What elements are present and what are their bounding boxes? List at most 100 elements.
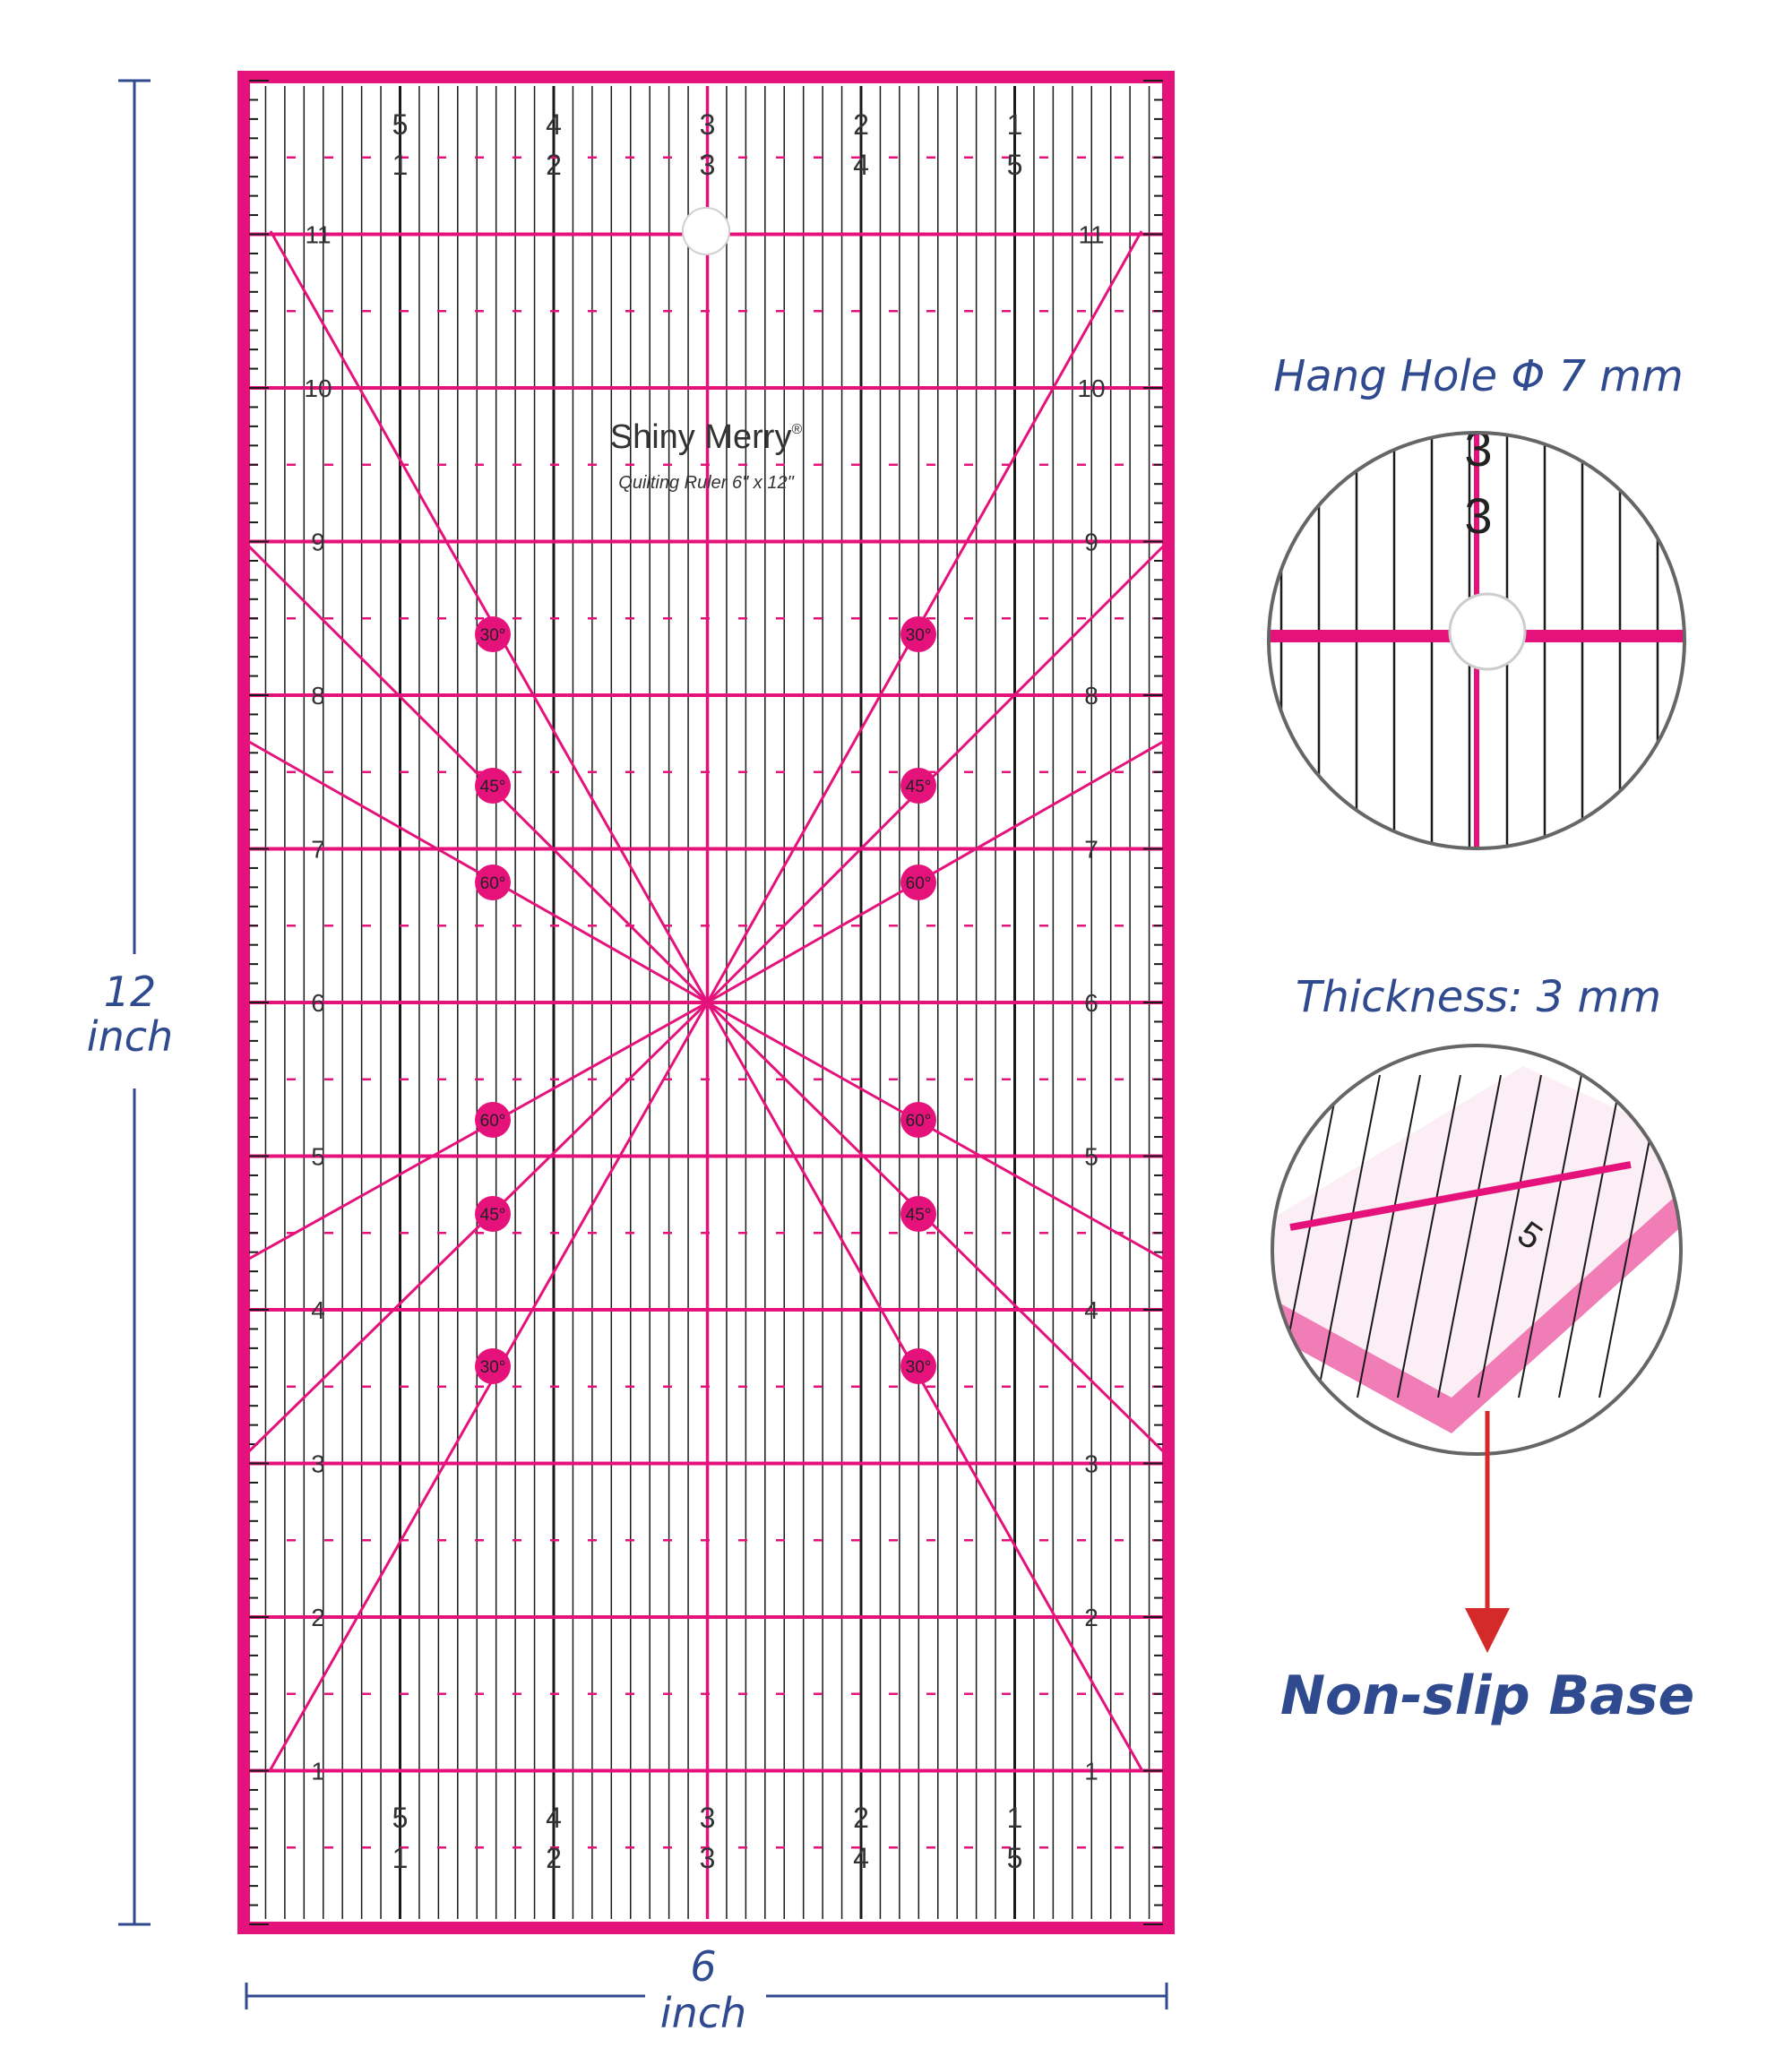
angle-badge-label: 30° (906, 1358, 932, 1377)
detail-number: 3 (1464, 487, 1492, 544)
fraction-top: 2 (853, 108, 869, 141)
inch-number-right: 5 (1084, 1143, 1098, 1171)
ruler-slab-top (1272, 1066, 1681, 1398)
width-unit: inch (659, 1989, 747, 2037)
fraction-bottom: 2 (546, 149, 562, 181)
angle-badge (900, 1102, 936, 1138)
angle-badge (900, 865, 936, 900)
angle-line (706, 1002, 1143, 1770)
fraction-bottom: 1 (392, 1842, 409, 1874)
non-slip-base-label: Non-slip Base (1279, 1665, 1695, 1727)
angle-badge (900, 616, 936, 652)
inch-number-left: 10 (304, 374, 332, 402)
angle-badge-label: 30° (480, 626, 506, 645)
hang-hole-label: Hang Hole Φ 7 mm (1273, 351, 1684, 401)
inch-number-left: 2 (311, 1604, 325, 1631)
hang-hole (682, 207, 730, 255)
detail-hang-hole (1448, 592, 1527, 671)
inch-number-left: 6 (311, 989, 325, 1017)
inch-number-right: 10 (1077, 374, 1105, 402)
fraction-top: 3 (700, 108, 716, 141)
angle-line (706, 740, 1164, 1004)
fraction-top: 5 (392, 108, 409, 141)
ruler-slab-edge (1272, 1156, 1681, 1433)
inch-number-right: 8 (1084, 682, 1098, 710)
ruler-grid-lines (247, 80, 1165, 1925)
angle-badge-label: 30° (480, 1358, 506, 1377)
fraction-bottom: 1 (392, 149, 409, 181)
inch-number-left: 9 (311, 529, 325, 556)
angle-badge (475, 1348, 511, 1384)
inch-number-right: 4 (1084, 1296, 1098, 1324)
fraction-bottom: 3 (700, 149, 716, 181)
inch-number-right: 1 (1084, 1758, 1098, 1785)
height-dimension (118, 79, 151, 1926)
angle-badge-label: 60° (906, 874, 932, 893)
fraction-top: 1 (1007, 1802, 1023, 1834)
angle-badge (475, 768, 511, 804)
slab-line (1437, 1074, 1502, 1398)
width-number: 6 (690, 1942, 717, 1991)
inch-number-left: 3 (311, 1450, 325, 1478)
slab-line (1397, 1074, 1461, 1398)
angle-badge (900, 768, 936, 804)
angle-badge (475, 865, 511, 900)
inch-number-right: 9 (1084, 529, 1098, 556)
fraction-bottom: 3 (700, 1842, 716, 1874)
inch-number-right: 7 (1084, 836, 1098, 864)
angle-badge-label: 60° (906, 1112, 932, 1131)
fraction-bottom: 4 (853, 1842, 869, 1874)
thickness-detail: 5 (1271, 1044, 1683, 1456)
angle-badge (900, 1348, 936, 1384)
fraction-bottom: 4 (853, 149, 869, 181)
fraction-bottom: 5 (1007, 149, 1023, 181)
inch-number-right: 6 (1084, 989, 1098, 1017)
angle-line (706, 1001, 1164, 1261)
fraction-top: 5 (392, 1802, 409, 1834)
slab-line (1518, 1074, 1582, 1398)
inch-number-right: 11 (1078, 221, 1104, 249)
angle-badge (475, 616, 511, 652)
inch-number-right: 3 (1084, 1450, 1098, 1478)
hang-hole-detail: 33 (1267, 420, 1686, 850)
ruler-model: Quilting Ruler 6" x 12" (618, 473, 794, 493)
angle-line (706, 545, 1165, 1004)
angle-line (269, 1002, 709, 1770)
angle-badge-label: 45° (906, 1206, 932, 1225)
fraction-top: 4 (546, 1802, 562, 1834)
inch-number-left: 1 (311, 1758, 325, 1785)
slab-line (1316, 1074, 1381, 1398)
height-number: 12 (103, 968, 157, 1016)
thickness-label: Thickness: 3 mm (1296, 972, 1661, 1022)
slab-pink-line (1289, 1161, 1632, 1231)
angle-badge (900, 1196, 936, 1232)
angle-badge-label: 45° (906, 778, 932, 796)
slab-line (1558, 1074, 1623, 1398)
angle-badge-label: 30° (906, 626, 932, 645)
slab-line (1357, 1074, 1421, 1398)
detail-number: 3 (1464, 420, 1492, 477)
inch-number-left: 4 (311, 1296, 325, 1324)
fraction-top: 3 (700, 1802, 716, 1834)
angle-badge-label: 45° (480, 778, 506, 796)
angle-line (706, 1001, 1165, 1453)
slab-line (1478, 1074, 1542, 1398)
inch-number-left: 7 (311, 836, 325, 864)
angle-line (706, 230, 1143, 1003)
height-unit: inch (86, 1012, 174, 1061)
fraction-bottom: 2 (546, 1842, 562, 1874)
fraction-bottom: 5 (1007, 1842, 1023, 1874)
fraction-top: 2 (853, 1802, 869, 1834)
inch-number-left: 5 (311, 1143, 325, 1171)
angle-line (247, 545, 709, 1004)
brand-name: Shiny Merry® (610, 418, 803, 456)
angle-badge (475, 1196, 511, 1232)
angle-badge-label: 60° (480, 874, 506, 893)
fraction-top: 4 (546, 108, 562, 141)
angle-badge (475, 1102, 511, 1138)
inch-number-left: 11 (305, 221, 331, 249)
angle-badge-label: 45° (480, 1206, 506, 1225)
width-dimension (245, 1983, 1168, 2009)
